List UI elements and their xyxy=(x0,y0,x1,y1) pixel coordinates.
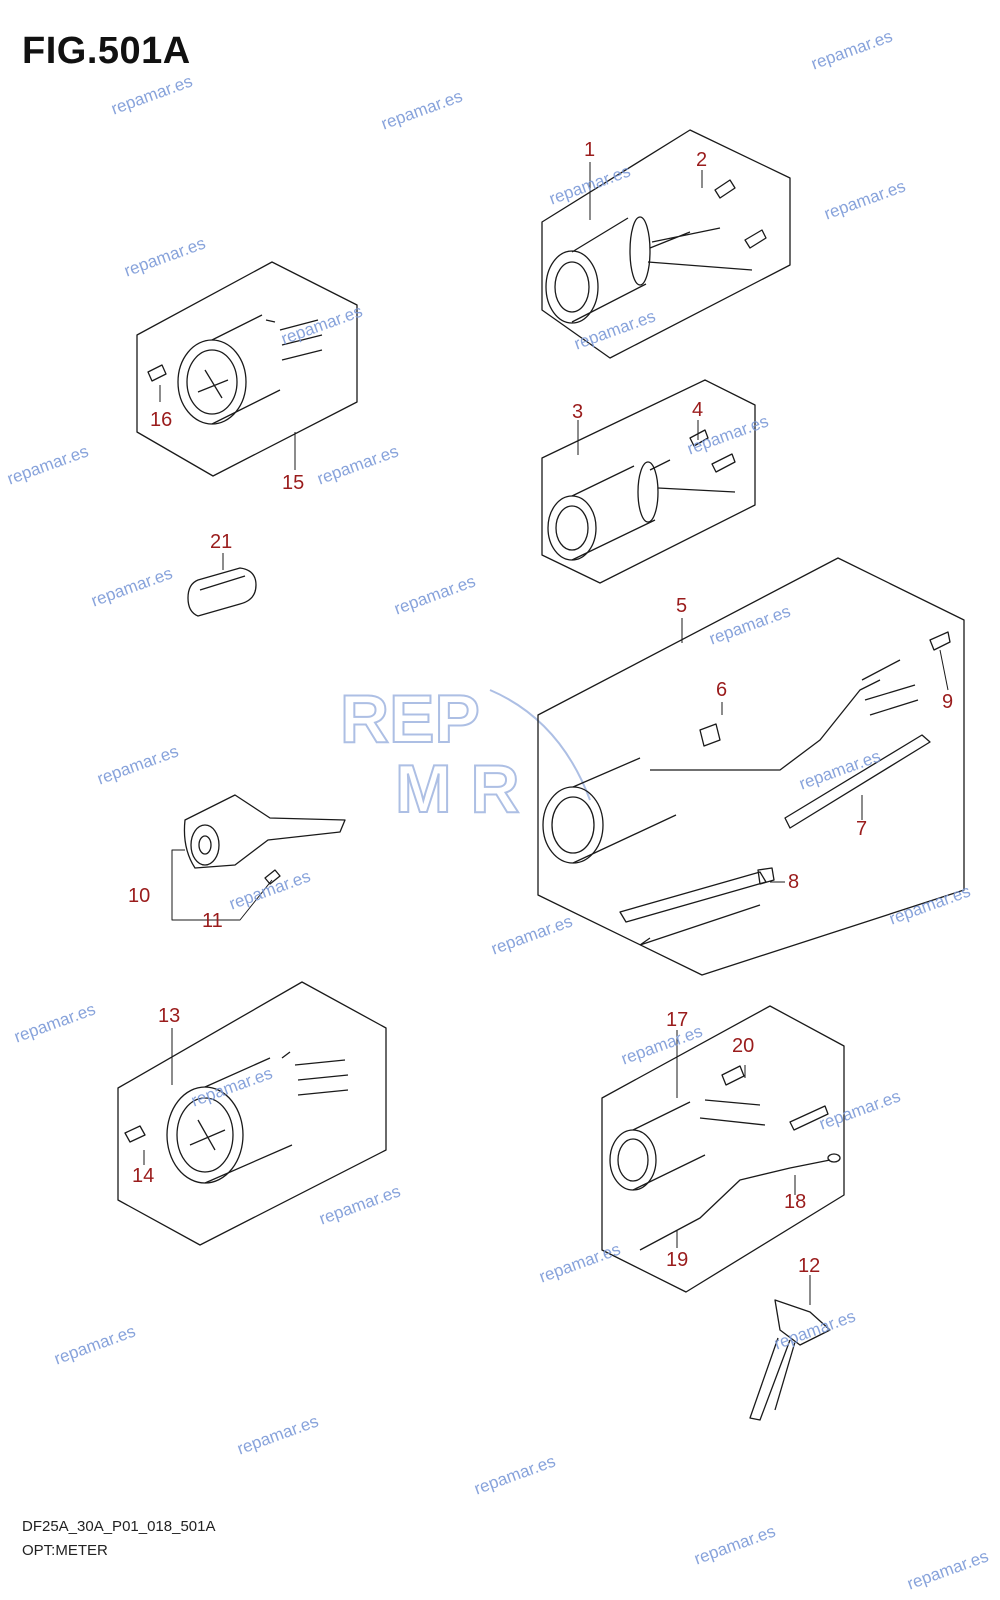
callout-14: 14 xyxy=(132,1165,154,1187)
callout-1: 1 xyxy=(584,139,595,161)
callout-6: 6 xyxy=(716,679,727,701)
part-15-group xyxy=(136,261,358,477)
svg-text:REP: REP xyxy=(340,681,480,757)
part-1-group xyxy=(541,129,791,359)
callout-5: 5 xyxy=(676,595,687,617)
footer-code: DF25A_30A_P01_018_501A xyxy=(22,1518,216,1535)
callout-7: 7 xyxy=(856,818,867,840)
callout-10: 10 xyxy=(128,885,150,907)
callout-13: 13 xyxy=(158,1005,180,1027)
callout-4: 4 xyxy=(692,399,703,421)
footer-caption: OPT:METER xyxy=(22,1542,108,1559)
callout-21: 21 xyxy=(210,531,232,553)
part-5-group xyxy=(537,557,965,976)
repamar-logo: REP M R xyxy=(339,680,591,828)
callout-8: 8 xyxy=(788,871,799,893)
part-3-group xyxy=(541,379,756,584)
callout-9: 9 xyxy=(942,691,953,713)
callout-15: 15 xyxy=(282,472,304,494)
leader-lines xyxy=(143,162,949,1305)
callout-17: 17 xyxy=(666,1009,688,1031)
callout-20: 20 xyxy=(732,1035,754,1057)
svg-text:M R: M R xyxy=(395,751,520,827)
callout-19: 19 xyxy=(666,1249,688,1271)
callout-16: 16 xyxy=(150,409,172,431)
callout-3: 3 xyxy=(572,401,583,423)
part-21-grommet xyxy=(187,567,257,617)
part-12-sensor xyxy=(749,1299,831,1421)
callout-18: 18 xyxy=(784,1191,806,1213)
part-13-group xyxy=(117,981,387,1246)
part-10-bracket xyxy=(183,794,346,885)
callouts: 1 2 3 4 5 6 7 8 9 10 11 12 13 14 15 16 1… xyxy=(128,139,953,1277)
callout-11: 11 xyxy=(202,910,223,932)
part-17-group xyxy=(601,1005,845,1293)
callout-12: 12 xyxy=(798,1255,820,1277)
figure-title: FIG.501A xyxy=(22,30,191,72)
callout-2: 2 xyxy=(696,149,707,171)
